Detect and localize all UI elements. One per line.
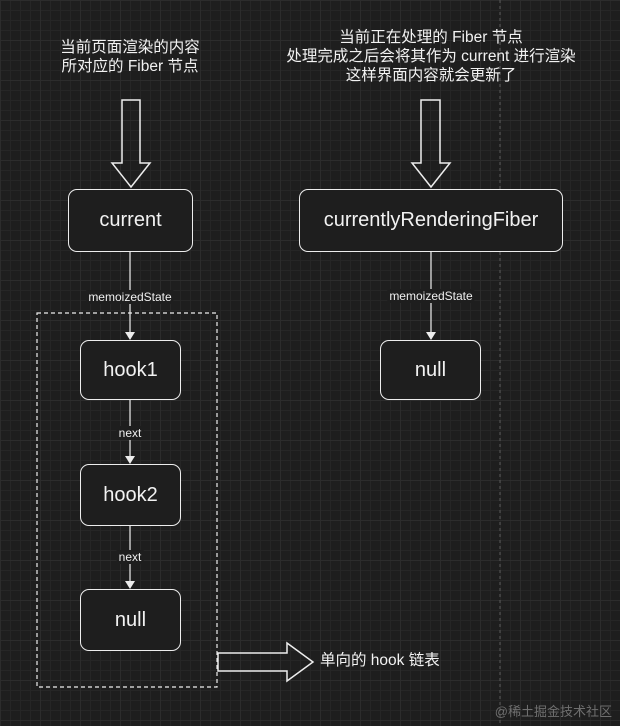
caption-current-line-2: 所对应的 Fiber 节点 <box>61 58 199 75</box>
linked-list-arrow <box>217 641 315 683</box>
caption-wip-line-1: 当前正在处理的 Fiber 节点 <box>339 29 523 46</box>
caption-wip-line-3: 这样界面内容就会更新了 <box>345 67 517 84</box>
caption-arrow-right <box>410 99 452 189</box>
arrowhead-hook1 <box>125 332 135 340</box>
hook-list-group <box>36 312 218 688</box>
caption-wip-line-2: 处理完成之后会将其作为 current 进行渲染 <box>286 48 576 65</box>
edge-label-memoized-state-left: memoizedState <box>86 290 174 304</box>
arrowhead-hook2 <box>125 456 135 464</box>
caption-arrow-left <box>110 99 152 189</box>
node-hook2: hook2 <box>80 464 181 526</box>
linked-list-label: 单向的 hook 链表 <box>320 652 440 669</box>
caption-work-in-progress: 当前正在处理的 Fiber 节点 处理完成之后会将其作为 current 进行渲… <box>261 28 601 85</box>
edge-label-next-2: next <box>116 550 144 564</box>
node-currently-rendering-fiber: currentlyRenderingFiber <box>299 189 563 252</box>
edge-label-memoized-state-right: memoizedState <box>387 289 475 303</box>
arrowhead-null-right <box>426 332 436 340</box>
edge-label-next-1: next <box>116 426 144 440</box>
caption-current-fiber: 当前页面渲染的内容 所对应的 Fiber 节点 <box>20 38 240 76</box>
watermark: @稀土掘金技术社区 <box>494 704 612 719</box>
node-current: current <box>68 189 193 252</box>
arrowhead-null-left <box>125 581 135 589</box>
caption-current-line-1: 当前页面渲染的内容 <box>60 39 200 56</box>
node-null-right: null <box>380 340 481 400</box>
node-null-left: null <box>80 589 181 651</box>
node-hook1: hook1 <box>80 340 181 400</box>
